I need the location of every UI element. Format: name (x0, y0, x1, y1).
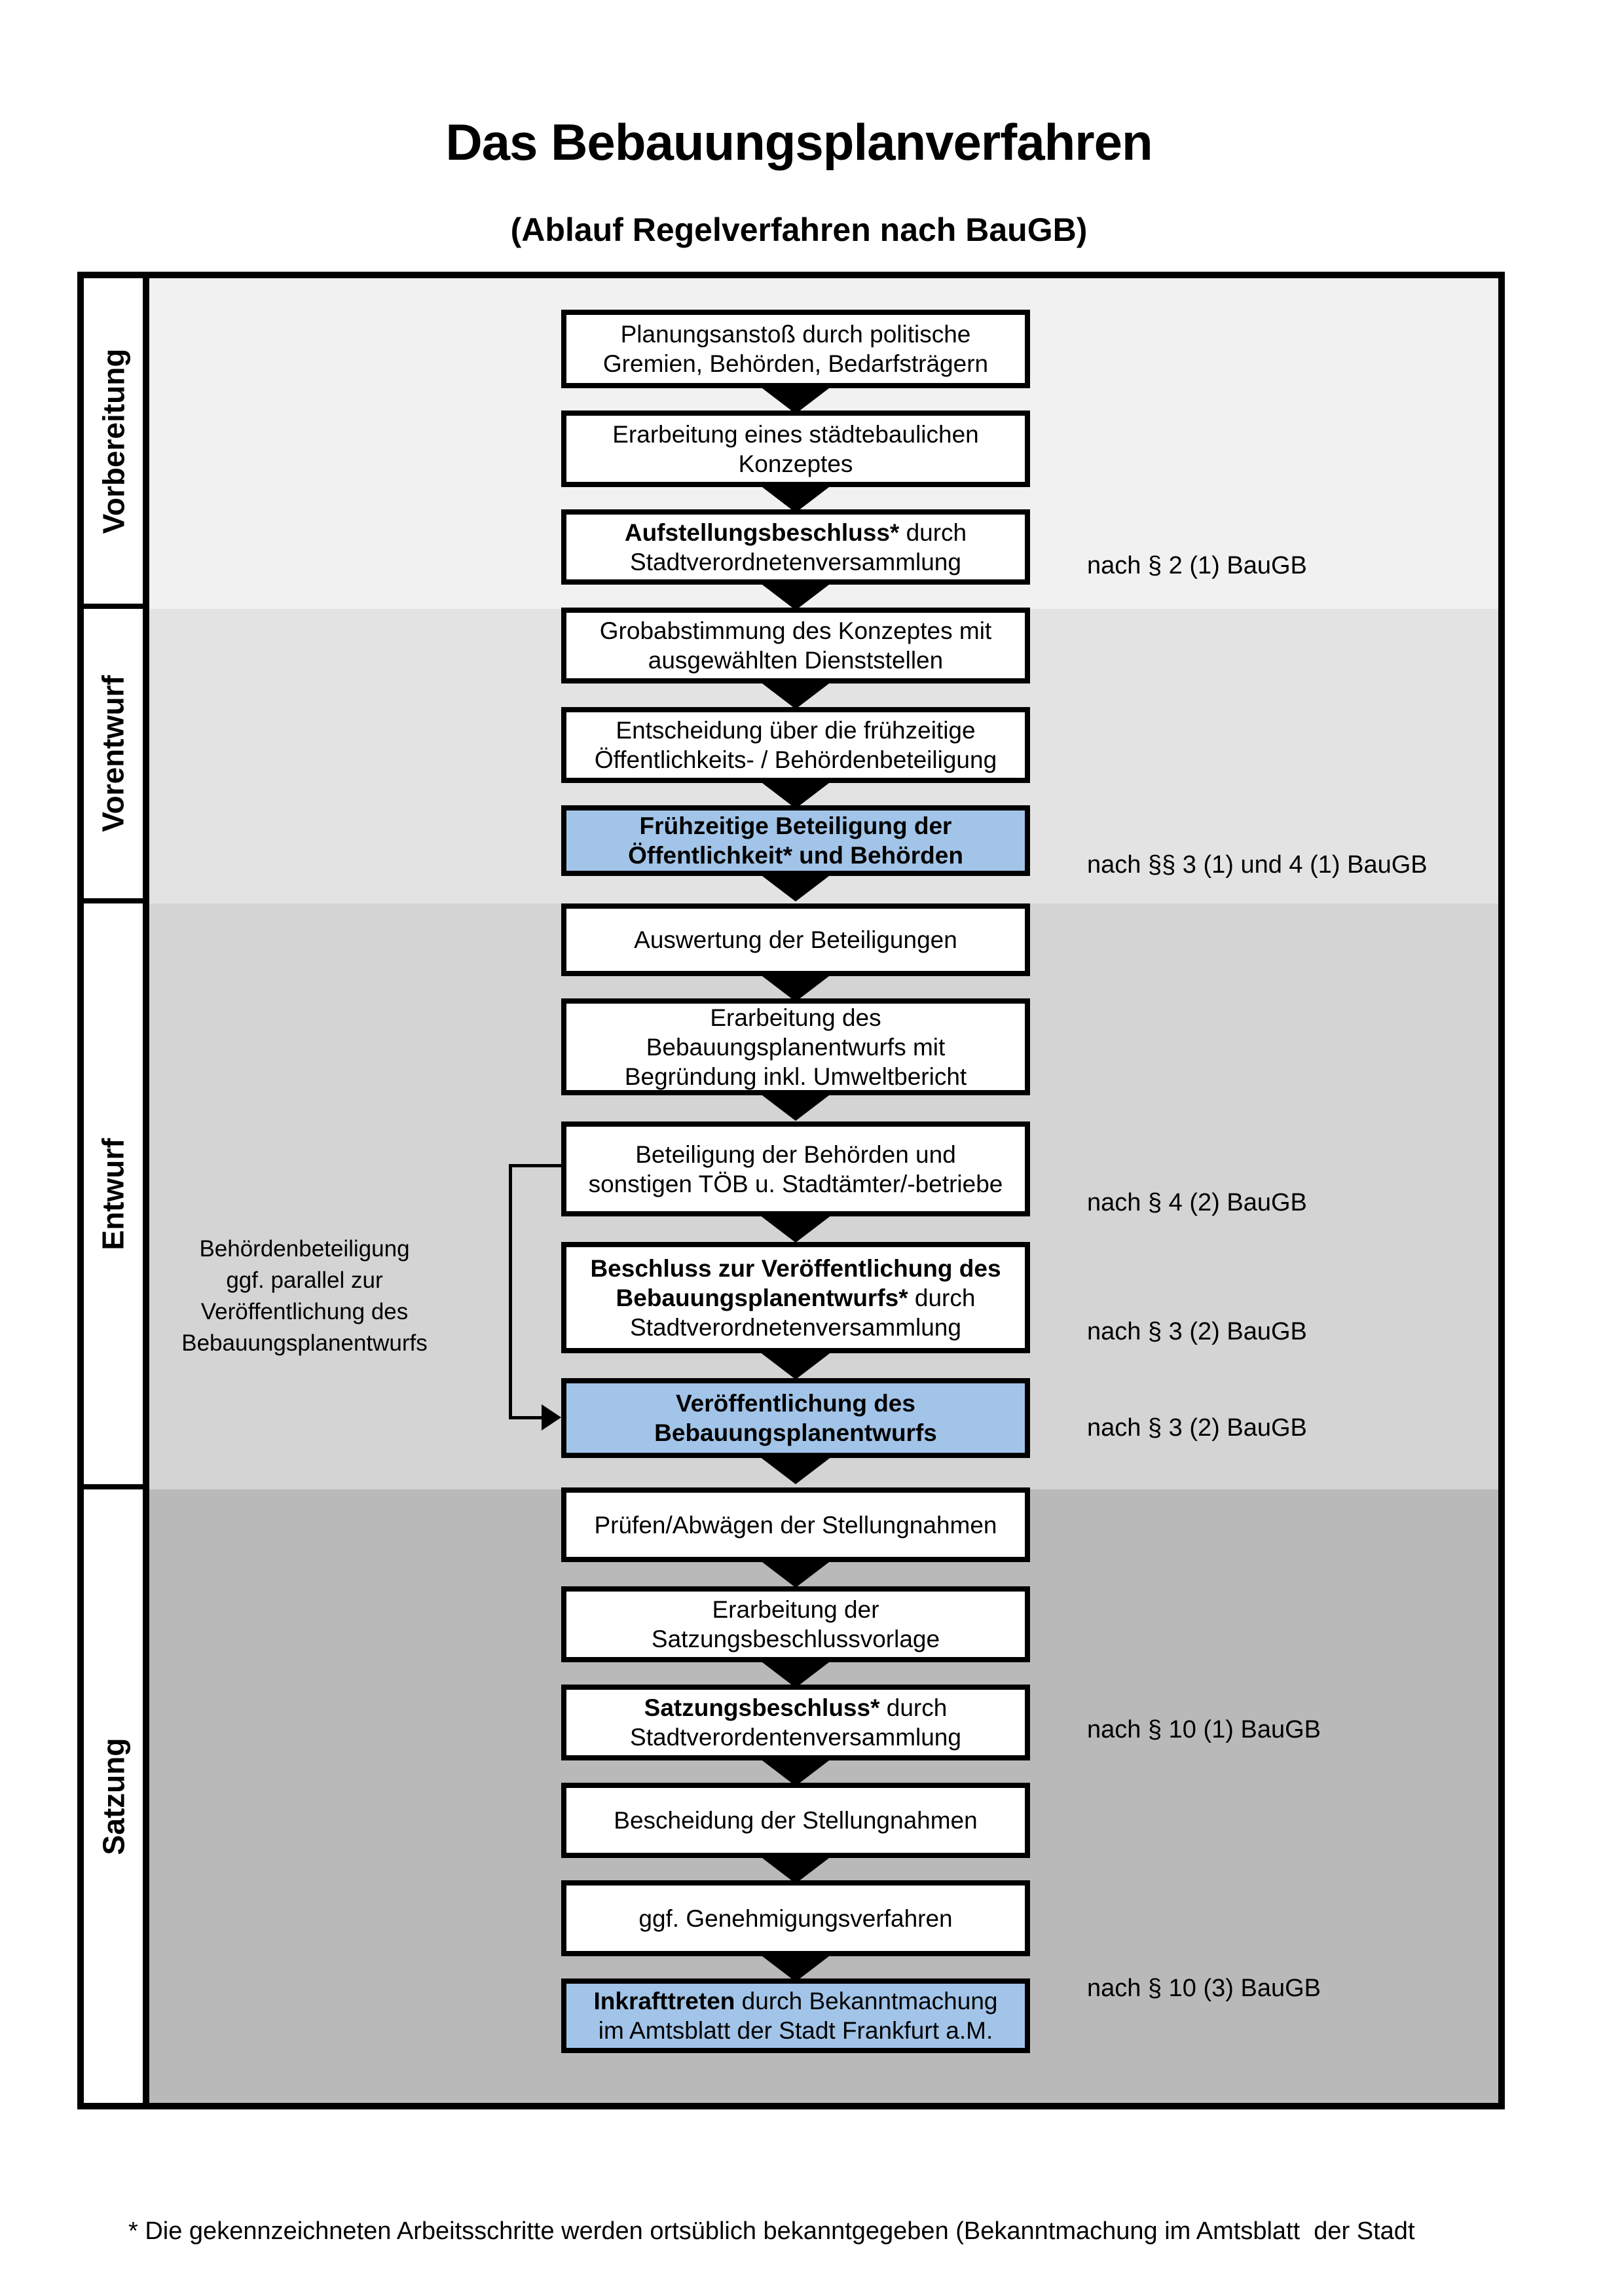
legal-reference: nach § 3 (2) BauGB (1087, 1318, 1307, 1345)
step-text: Grobabstimmung des Konzeptes mit (599, 617, 992, 644)
phase-label-satzung: Satzung (96, 1738, 131, 1855)
step-text: Gremien, Behörden, Bedarfsträgern (602, 350, 989, 377)
phase-label-column: Vorbereitung Vorentwurf Entwurf Satzung (84, 278, 149, 2103)
step-pruefen-abwaegen: Prüfen/Abwägen der Stellungnahmen (561, 1487, 1030, 1562)
step-bescheidung: Bescheidung der Stellungnahmen (561, 1783, 1030, 1858)
flow-arrow-down-icon (760, 1660, 832, 1688)
step-text: Planungsanstoß durch politische (620, 321, 971, 348)
step-text: ausgewählten Dienststellen (648, 647, 944, 674)
flow-arrow-down-icon (760, 1954, 832, 1982)
step-text: Stadtverordnetenversammlung (630, 548, 961, 575)
flow-arrow-down-icon (760, 1215, 832, 1243)
step-inkrafttreten: Inkrafttreten durch Bekanntmachung im Am… (561, 1978, 1030, 2053)
legal-reference: nach § 2 (1) BauGB (1087, 552, 1307, 579)
phase-label-vorbereitung: Vorbereitung (96, 348, 131, 534)
step-text: sonstigen TÖB u. Stadtämter/-betriebe (588, 1170, 1003, 1197)
legal-reference: nach § 3 (2) BauGB (1087, 1414, 1307, 1442)
phase-cell-satzung: Satzung (84, 1489, 143, 2103)
flow-arrow-down-icon (760, 781, 832, 809)
step-text: Bescheidung der Stellungnahmen (614, 1807, 978, 1834)
flow-arrow-down-icon (760, 386, 832, 414)
connector-line (509, 1416, 543, 1419)
page-subtitle: (Ablauf Regelverfahren nach BauGB) (510, 211, 1088, 248)
step-aufstellungsbeschluss: Aufstellungsbeschluss* durch Stadtverord… (561, 509, 1030, 585)
step-text: Bebauungsplanentwurfs (654, 1419, 937, 1446)
step-text: Öffentlichkeits- / Behördenbeteiligung (594, 746, 997, 773)
step-text: Konzeptes (738, 450, 853, 477)
step-text: im Amtsblatt der Stadt Frankfurt a.M. (598, 2017, 993, 2044)
step-text: Bebauungsplanentwurfs mit (646, 1033, 946, 1061)
flow-arrow-down-icon (760, 583, 832, 610)
legal-reference: nach § 10 (1) BauGB (1087, 1716, 1321, 1743)
step-text: Satzungsbeschluss* durch (644, 1694, 948, 1721)
flow-arrow-down-icon (760, 485, 832, 513)
step-auswertung: Auswertung der Beteiligungen (561, 903, 1030, 976)
step-text: Satzungsbeschlussvorlage (651, 1626, 940, 1652)
side-note-line: Veröffentlichung des (200, 1299, 409, 1324)
phase-cell-vorentwurf: Vorentwurf (84, 609, 143, 903)
phase-cell-vorbereitung: Vorbereitung (84, 278, 143, 609)
flow-arrow-down-icon (760, 974, 832, 1002)
step-text: Begründung inkl. Umweltbericht (624, 1063, 967, 1090)
legal-reference: nach §§ 3 (1) und 4 (1) BauGB (1087, 851, 1428, 879)
step-text: Auswertung der Beteiligungen (634, 926, 957, 953)
flow-arrow-down-icon (760, 1560, 832, 1588)
step-satzungsbeschluss: Satzungsbeschluss* durch Stadtverordente… (561, 1685, 1030, 1760)
flow-arrow-down-icon (760, 1457, 832, 1484)
step-planungsanstoss: Planungsanstoß durch politische Gremien,… (561, 310, 1030, 388)
step-text: Frühzeitige Beteiligung der (639, 812, 952, 839)
connector-line (509, 1164, 565, 1167)
flow-arrow-down-icon (760, 1352, 832, 1379)
footnote-line: * Die gekennzeichneten Arbeitsschritte w… (128, 2217, 1415, 2245)
flow-arrow-down-icon (760, 1856, 832, 1884)
side-note: Behördenbeteiligung ggf. parallel zur Ve… (157, 1233, 452, 1359)
step-text: Veröffentlichung des (676, 1390, 915, 1417)
connector-arrow-right-icon (542, 1404, 561, 1430)
step-beteiligung-behoerden: Beteiligung der Behörden und sonstigen T… (561, 1121, 1030, 1216)
legal-reference: nach § 4 (2) BauGB (1087, 1189, 1307, 1216)
page-title: Das Bebauungsplanverfahren (445, 113, 1153, 171)
step-satzungsbeschlussvorlage: Erarbeitung der Satzungsbeschlussvorlage (561, 1586, 1030, 1662)
step-beschluss-veroeffentlichung: Beschluss zur Veröffentlichung des Bebau… (561, 1242, 1030, 1353)
side-note-line: Bebauungsplanentwurfs (181, 1330, 428, 1356)
flow-arrow-down-icon (760, 1758, 832, 1786)
flow-arrow-down-icon (760, 874, 832, 902)
step-text: Inkrafttreten durch Bekanntmachung (593, 1988, 998, 2014)
phase-label-entwurf: Entwurf (96, 1137, 131, 1250)
flow-arrow-down-icon (760, 682, 832, 709)
step-text: Beschluss zur Veröffentlichung des (590, 1254, 1001, 1282)
step-text: Entscheidung über die frühzeitige (616, 717, 976, 744)
side-note-line: ggf. parallel zur (226, 1267, 383, 1293)
step-text: Erarbeitung des (710, 1004, 881, 1031)
step-fruehzeitige-beteiligung: Frühzeitige Beteiligung der Öffentlichke… (561, 805, 1030, 876)
step-text: Stadtverordentenversammlung (630, 1724, 961, 1751)
step-entscheidung-beteiligung: Entscheidung über die frühzeitige Öffent… (561, 707, 1030, 783)
step-erarbeitung-entwurf: Erarbeitung des Bebauungsplanentwurfs mi… (561, 998, 1030, 1095)
step-staedtebauliches-konzept: Erarbeitung eines städtebaulichen Konzep… (561, 410, 1030, 487)
phase-label-vorentwurf: Vorentwurf (96, 675, 130, 832)
step-grobabstimmung: Grobabstimmung des Konzeptes mit ausgewä… (561, 608, 1030, 683)
phase-cell-entwurf: Entwurf (84, 903, 143, 1489)
step-text: Stadtverordnetenversammlung (630, 1313, 961, 1341)
step-text: Erarbeitung eines städtebaulichen (612, 420, 979, 448)
flow-arrow-down-icon (760, 1093, 832, 1121)
step-text: ggf. Genehmigungsverfahren (638, 1904, 953, 1932)
step-text: Beteiligung der Behörden und (635, 1140, 956, 1168)
step-text: Prüfen/Abwägen der Stellungnahmen (594, 1511, 997, 1539)
step-text: Aufstellungsbeschluss* durch (624, 519, 967, 546)
side-note-line: Behördenbeteiligung (199, 1236, 410, 1262)
legal-reference: nach § 10 (3) BauGB (1087, 1975, 1321, 2002)
step-text: Öffentlichkeit* und Behörden (628, 842, 963, 869)
connector-line (509, 1164, 512, 1419)
step-text: Erarbeitung der (712, 1596, 879, 1623)
step-text: Bebauungsplanentwurfs* durch (616, 1284, 976, 1311)
step-veroeffentlichung: Veröffentlichung des Bebauungsplanentwur… (561, 1378, 1030, 1458)
step-genehmigungsverfahren: ggf. Genehmigungsverfahren (561, 1880, 1030, 1956)
footnote: * Die gekennzeichneten Arbeitsschritte w… (128, 2138, 1549, 2296)
